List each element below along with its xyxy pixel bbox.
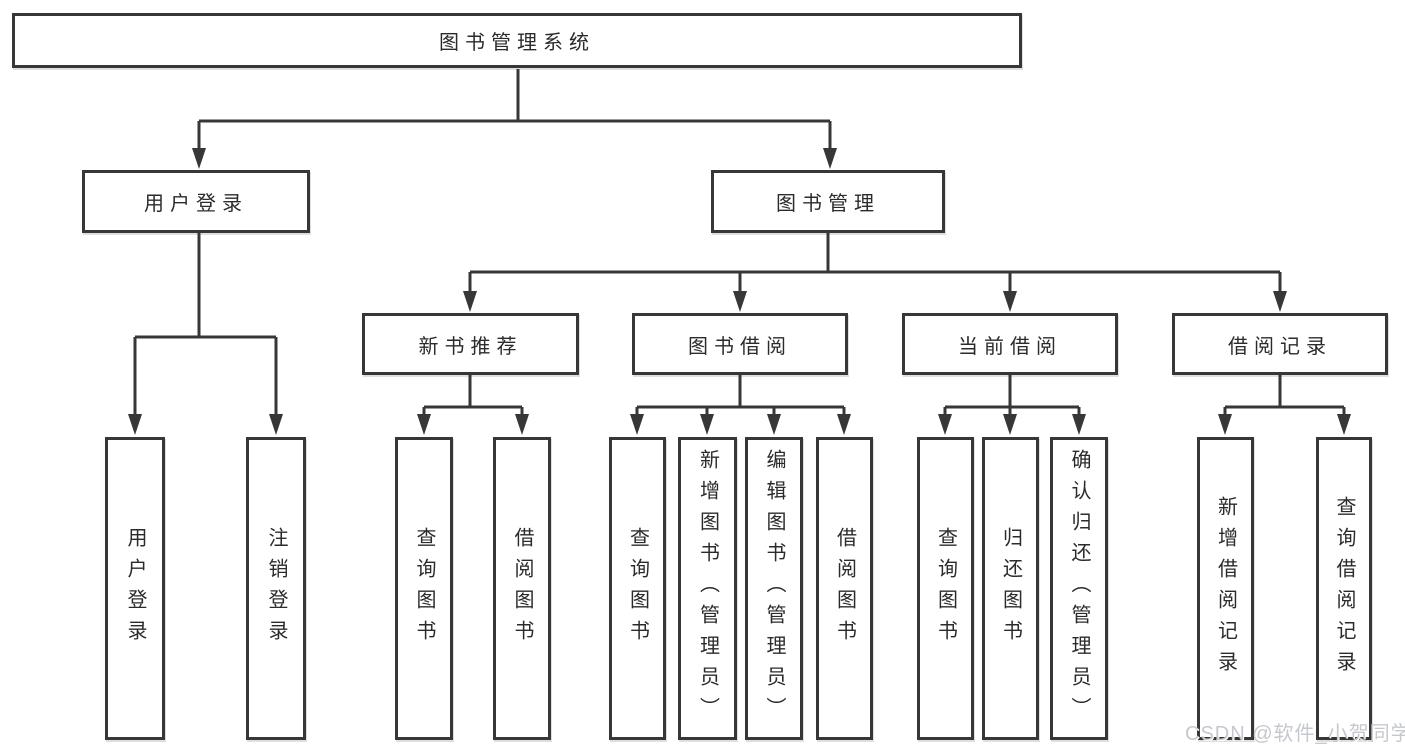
node-book-borrow: 图书借阅 (632, 313, 848, 375)
arrowhead-down-icon (837, 414, 851, 435)
connector-userlogin-stem (133, 337, 137, 415)
connector-newbook-stem (520, 407, 524, 416)
connector-bookborrow-stem (842, 407, 846, 416)
connector-bookmgmt-stem (468, 272, 472, 292)
leaf-label: 用户登录 (124, 526, 146, 651)
leaf-query-books-current: 查询图书 (917, 437, 974, 740)
connector-current-split (945, 405, 1079, 409)
arrowhead-down-icon (1072, 414, 1086, 435)
leaf-confirm-return-admin: 确认归还（管理员） (1050, 437, 1108, 740)
leaf-user-login: 用户登录 (105, 437, 165, 740)
connector-bookborrow-stem (772, 407, 776, 416)
leaf-return-books: 归还图书 (982, 437, 1039, 740)
arrowhead-down-icon (1003, 414, 1017, 435)
node-borrow-records: 借阅记录 (1172, 313, 1388, 375)
node-current-borrow: 当前借阅 (902, 313, 1118, 375)
arrowhead-down-icon (1337, 414, 1351, 435)
leaf-label: 确认归还（管理员） (1068, 449, 1090, 728)
connector-userlogin-stub (197, 233, 201, 337)
node-new-book-recommend: 新书推荐 (362, 313, 579, 375)
connector-userlogin-stem (274, 337, 278, 415)
leaf-label: 编辑图书（管理员） (763, 449, 785, 728)
connector-bookmgmt-stem (738, 272, 742, 292)
connector-records-split (1225, 405, 1344, 409)
connector-newbook-split (424, 405, 522, 409)
connector-bookmgmt-stem (1008, 272, 1012, 292)
leaf-label: 查询图书 (934, 526, 957, 651)
csdn-watermark: CSDN @软件_小贺同学 (1185, 723, 1405, 745)
arrowhead-down-icon (463, 291, 477, 312)
arrowhead-down-icon (700, 414, 714, 435)
connector-current-stub (1008, 375, 1012, 407)
leaf-add-books-admin: 新增图书（管理员） (678, 437, 737, 740)
leaf-label: 查询图书 (413, 526, 435, 651)
connector-bookborrow-stem (635, 407, 639, 416)
arrowhead-down-icon (1218, 414, 1232, 435)
arrowhead-down-icon (938, 414, 952, 435)
connector-bookmgmt-stub (826, 233, 830, 272)
connector-root-stem (828, 121, 832, 149)
arrowhead-down-icon (1003, 291, 1017, 312)
leaf-borrow-books-newbook: 借阅图书 (493, 437, 551, 740)
leaf-label: 新增借阅记录 (1214, 495, 1237, 682)
connector-root-stub (516, 69, 520, 121)
connector-bookborrow-stem (705, 407, 709, 416)
node-book-management: 图书管理 (711, 170, 945, 233)
connector-root-stem (197, 121, 201, 149)
connector-current-stem (1008, 407, 1012, 416)
arrowhead-down-icon (269, 414, 283, 435)
connector-bookborrow-split (637, 405, 844, 409)
connector-newbook-stub (468, 375, 472, 407)
connector-newbook-stem (422, 407, 426, 416)
leaf-query-books-borrow: 查询图书 (609, 437, 666, 740)
connector-bookborrow-stub (738, 375, 742, 407)
connector-current-stem (943, 407, 947, 416)
arrowhead-down-icon (630, 414, 644, 435)
leaf-label: 查询借阅记录 (1333, 495, 1355, 682)
leaf-add-borrow-record: 新增借阅记录 (1197, 437, 1254, 740)
connector-current-stem (1077, 407, 1081, 416)
leaf-label: 注销登录 (265, 526, 287, 651)
connector-records-stub (1278, 375, 1282, 407)
connector-records-stem (1223, 407, 1227, 416)
leaf-query-books-newbook: 查询图书 (395, 437, 453, 740)
node-library-system: 图书管理系统 (12, 13, 1022, 68)
arrowhead-down-icon (128, 414, 142, 435)
arrowhead-down-icon (192, 148, 206, 169)
leaf-borrow-books-borrow: 借阅图书 (816, 437, 873, 740)
connector-userlogin-split (135, 335, 276, 339)
arrowhead-down-icon (823, 148, 837, 169)
arrowhead-down-icon (733, 291, 747, 312)
connector-bookmgmt-split (470, 270, 1280, 274)
leaf-label: 新增图书（管理员） (696, 449, 719, 728)
arrowhead-down-icon (417, 414, 431, 435)
node-user-login: 用户登录 (82, 170, 310, 233)
leaf-edit-books-admin: 编辑图书（管理员） (745, 437, 803, 740)
arrowhead-down-icon (767, 414, 781, 435)
connector-bookmgmt-stem (1278, 272, 1282, 292)
arrowhead-down-icon (515, 414, 529, 435)
leaf-query-borrow-record: 查询借阅记录 (1316, 437, 1372, 740)
leaf-label: 借阅图书 (511, 526, 533, 651)
connector-records-stem (1342, 407, 1346, 416)
leaf-label: 归还图书 (999, 526, 1022, 651)
connector-root-split (199, 119, 830, 123)
leaf-label: 借阅图书 (833, 526, 856, 651)
leaf-label: 查询图书 (626, 526, 649, 651)
arrowhead-down-icon (1273, 291, 1287, 312)
leaf-logout: 注销登录 (246, 437, 306, 740)
